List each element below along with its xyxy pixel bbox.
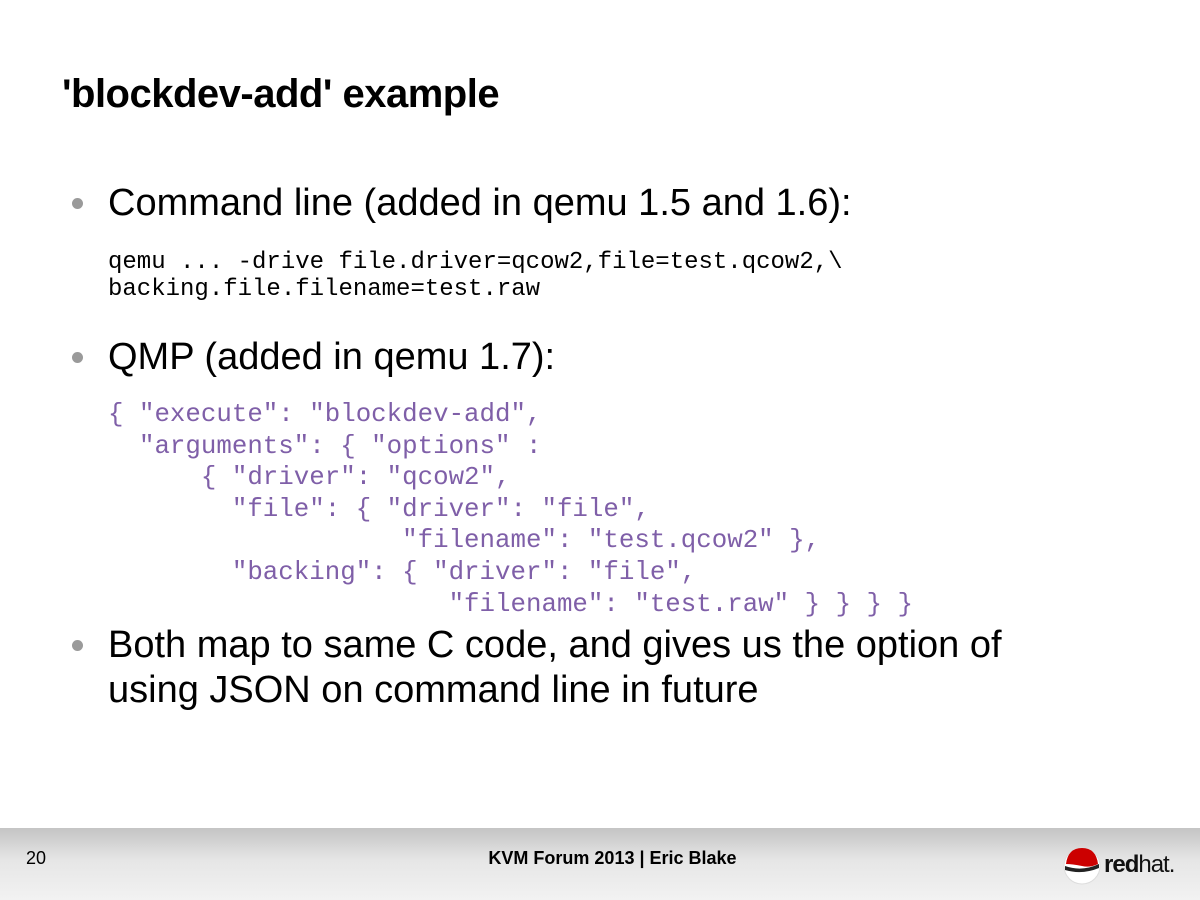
footer-text: KVM Forum 2013 | Eric Blake (488, 848, 737, 868)
code-line: { "execute": "blockdev-add", (108, 400, 542, 429)
slide-title: 'blockdev-add' example (62, 72, 500, 116)
bullet-text-line-2: using JSON on command line in future (108, 669, 759, 711)
slide-footer: 20 KVM Forum 2013 | Eric Blake redhat. (0, 828, 1200, 900)
code-line: qemu ... -drive file.driver=qcow2,file=t… (108, 249, 843, 276)
bullet-text: QMP (added in qemu 1.7): (108, 336, 556, 378)
code-line: "filename": "test.raw" } } } } (108, 589, 913, 619)
code-line: "file": { "driver": "file", (108, 494, 650, 524)
code-line: { "driver": "qcow2", (108, 463, 511, 493)
code-line: "backing": { "driver": "file", (108, 557, 697, 587)
code-line: "filename": "test.qcow2" }, (108, 526, 821, 556)
bullet-text: Command line (added in qemu 1.5 and 1.6)… (108, 182, 852, 224)
logo-text-bold: red (1104, 851, 1139, 878)
logo-text-light: hat. (1138, 851, 1175, 878)
code-line: "arguments": { "options" : (108, 431, 542, 461)
bullet-command-line: Command line (added in qemu 1.5 and 1.6)… (72, 181, 852, 226)
page-number: 20 (26, 848, 47, 868)
command-line-code-block: qemu ... -drive file.driver=qcow2,file=t… (108, 249, 843, 303)
bullet-dot-icon (72, 352, 83, 363)
bullet-qmp: QMP (added in qemu 1.7): (72, 335, 555, 380)
bullet-dot-icon (72, 640, 83, 651)
redhat-wordmark: redhat. (1104, 851, 1175, 879)
code-line: backing.file.filename=test.raw (108, 276, 541, 303)
bullet-text-line-1: Both map to same C code, and gives us th… (108, 624, 1002, 666)
qmp-code-block: { "execute": "blockdev-add", "arguments"… (108, 399, 913, 620)
bullet-conclusion: Both map to same C code, and gives us th… (72, 623, 1002, 713)
bullet-dot-icon (72, 198, 83, 209)
redhat-shadowman-icon (1063, 847, 1101, 885)
redhat-logo: redhat. (1062, 842, 1192, 886)
